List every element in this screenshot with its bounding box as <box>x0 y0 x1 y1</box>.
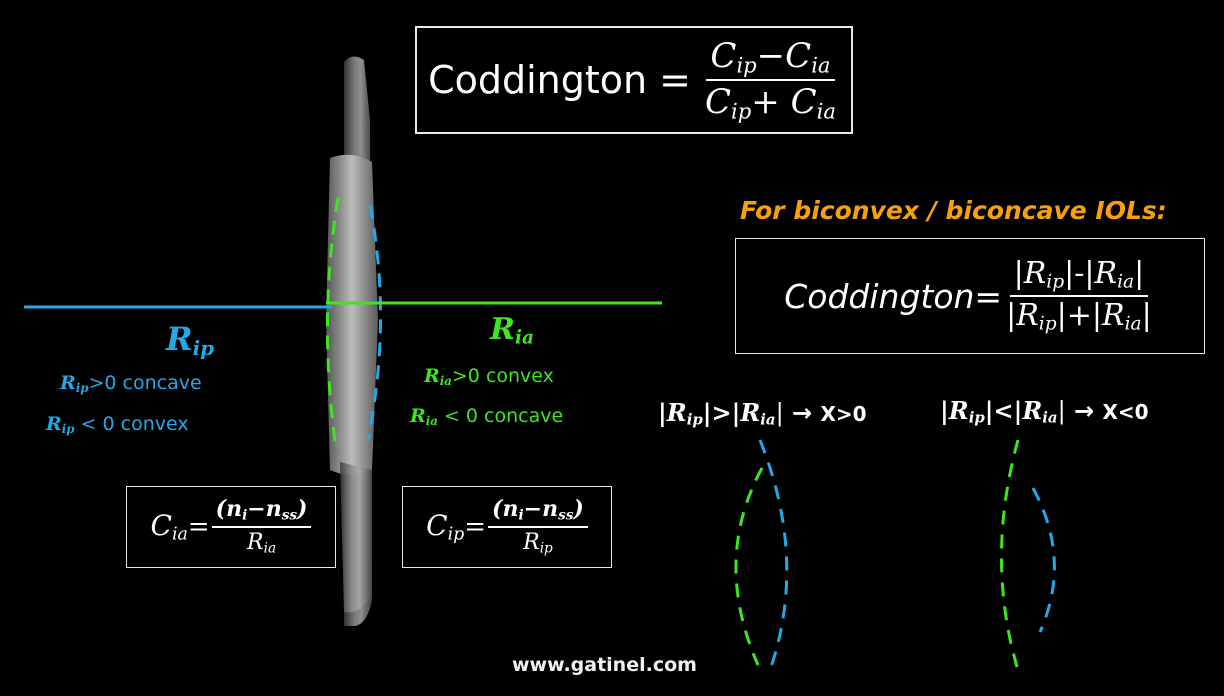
case-neg-blue-arc <box>1031 487 1056 633</box>
case-positive-label: |Rip|>|Ria| → X>0 <box>658 398 867 429</box>
main-formula-lhs: Coddington = <box>428 58 692 102</box>
lens-blue-arc <box>366 204 382 441</box>
lens-lower-plate <box>340 462 372 613</box>
biconvex-heading: For biconvex / biconcave IOLs: <box>740 196 1167 225</box>
biconvex-formula-box: Coddington= |Rip|-|Ria| |Rip|+|Ria| <box>735 238 1205 354</box>
rip-concave-note: Rip>0 concave <box>60 372 202 395</box>
case-pos-green-arc <box>734 467 764 666</box>
main-formula-fraction: Cip−Cia Cip+ Cia <box>705 35 836 124</box>
cia-fraction: (ni−nss) Ria <box>211 496 312 557</box>
cip-fraction: (ni−nss) Rip <box>488 496 588 557</box>
website-footer: www.gatinel.com <box>512 654 697 676</box>
ria-title: Ria <box>490 312 535 349</box>
ria-convex-note: Ria>0 convex <box>424 365 554 388</box>
rip-title: Rip <box>166 320 214 360</box>
case-neg-green-arc <box>1000 439 1020 671</box>
case-negative-label: |Rip|<|Ria| → X<0 <box>940 396 1149 427</box>
rip-convex-note: Rip < 0 convex <box>46 413 189 436</box>
biconvex-formula-lhs: Coddington= <box>784 276 1003 316</box>
case-pos-blue-arc <box>758 439 789 671</box>
cia-formula-box: Cia = (ni−nss) Ria <box>126 486 336 568</box>
cip-formula-box: Cip = (ni−nss) Rip <box>402 486 612 568</box>
ria-concave-note: Ria < 0 concave <box>410 405 564 428</box>
biconvex-formula-fraction: |Rip|-|Ria| |Rip|+|Ria| <box>1006 255 1152 335</box>
main-formula-box: Coddington = Cip−Cia Cip+ Cia <box>415 26 853 134</box>
lens-body <box>326 154 378 476</box>
lens-green-arc <box>326 197 340 449</box>
